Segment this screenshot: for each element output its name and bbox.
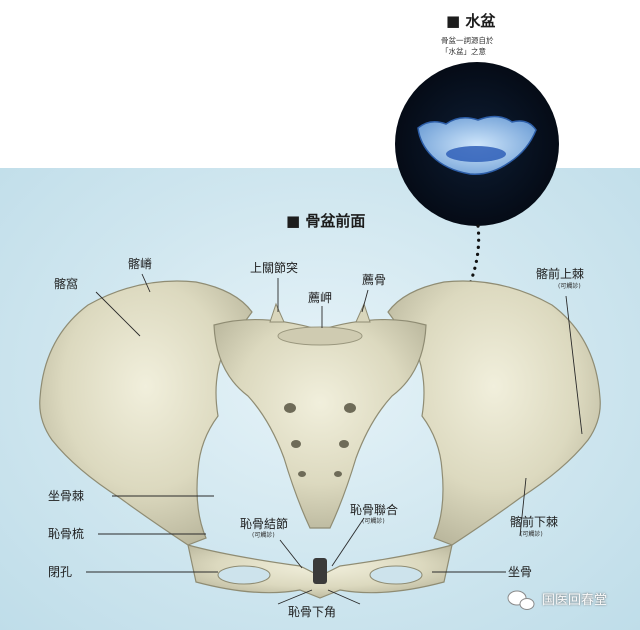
left-ilium <box>39 280 253 546</box>
right-articular-process <box>355 302 371 323</box>
inset-note-line2: 「水盆」之意 <box>441 47 486 56</box>
label-subpubic-angle: 恥骨下角 <box>288 605 337 619</box>
sacral-promontory <box>277 326 363 346</box>
inset-note-line1: 骨盆一詞源自於 <box>441 36 494 45</box>
label-promontory: 薦岬 <box>308 291 333 305</box>
square-bullet-icon: ■ <box>446 12 461 30</box>
label-symphysis-sub: (可觸診) <box>362 518 385 525</box>
label-asis-sub: (可觸診) <box>558 283 581 290</box>
left-obturator-foramen <box>217 565 271 585</box>
right-obturator-foramen <box>369 565 423 585</box>
inset-heading: ■ 水盆 <box>446 12 496 30</box>
label-aiis: 髂前下棘 <box>510 515 559 529</box>
label-ischial-spine: 坐骨棘 <box>48 489 85 503</box>
label-symphysis: 恥骨聯合 <box>350 503 399 517</box>
label-superior-articular: 上關節突 <box>250 261 299 275</box>
label-pubic-tubercle-sub: (可觸診) <box>252 532 275 539</box>
water-surface <box>446 146 506 162</box>
basin-shape <box>417 115 537 175</box>
label-ischium: 坐骨 <box>508 565 533 579</box>
wechat-icon <box>507 590 535 610</box>
label-obturator: 閉孔 <box>48 565 73 579</box>
label-aiis-sub: (可觸診) <box>520 531 543 538</box>
leader-lines <box>86 273 583 605</box>
label-pubic-tubercle: 恥骨結節 <box>240 517 289 531</box>
label-pubic-ramus: 恥骨梳 <box>48 527 85 541</box>
main-heading: ■ 骨盆前面 <box>286 212 366 230</box>
watermark-text: 国医回春堂 <box>542 593 608 608</box>
sacral-foramina <box>284 403 356 477</box>
left-articular-process <box>269 302 285 323</box>
label-asis: 髂前上棘 <box>536 267 585 281</box>
right-ilium <box>387 280 601 546</box>
label-sacrum: 薦骨 <box>362 273 387 287</box>
pubic-symphysis-disc <box>313 558 327 584</box>
square-bullet-icon: ■ <box>286 212 301 230</box>
label-iliac-crest: 髂嵴 <box>128 257 153 271</box>
pubic-arch <box>187 544 453 599</box>
sacrum-shape <box>213 318 427 529</box>
label-iliac-fossa: 髂窩 <box>54 277 79 291</box>
water-basin-inset <box>395 62 559 226</box>
